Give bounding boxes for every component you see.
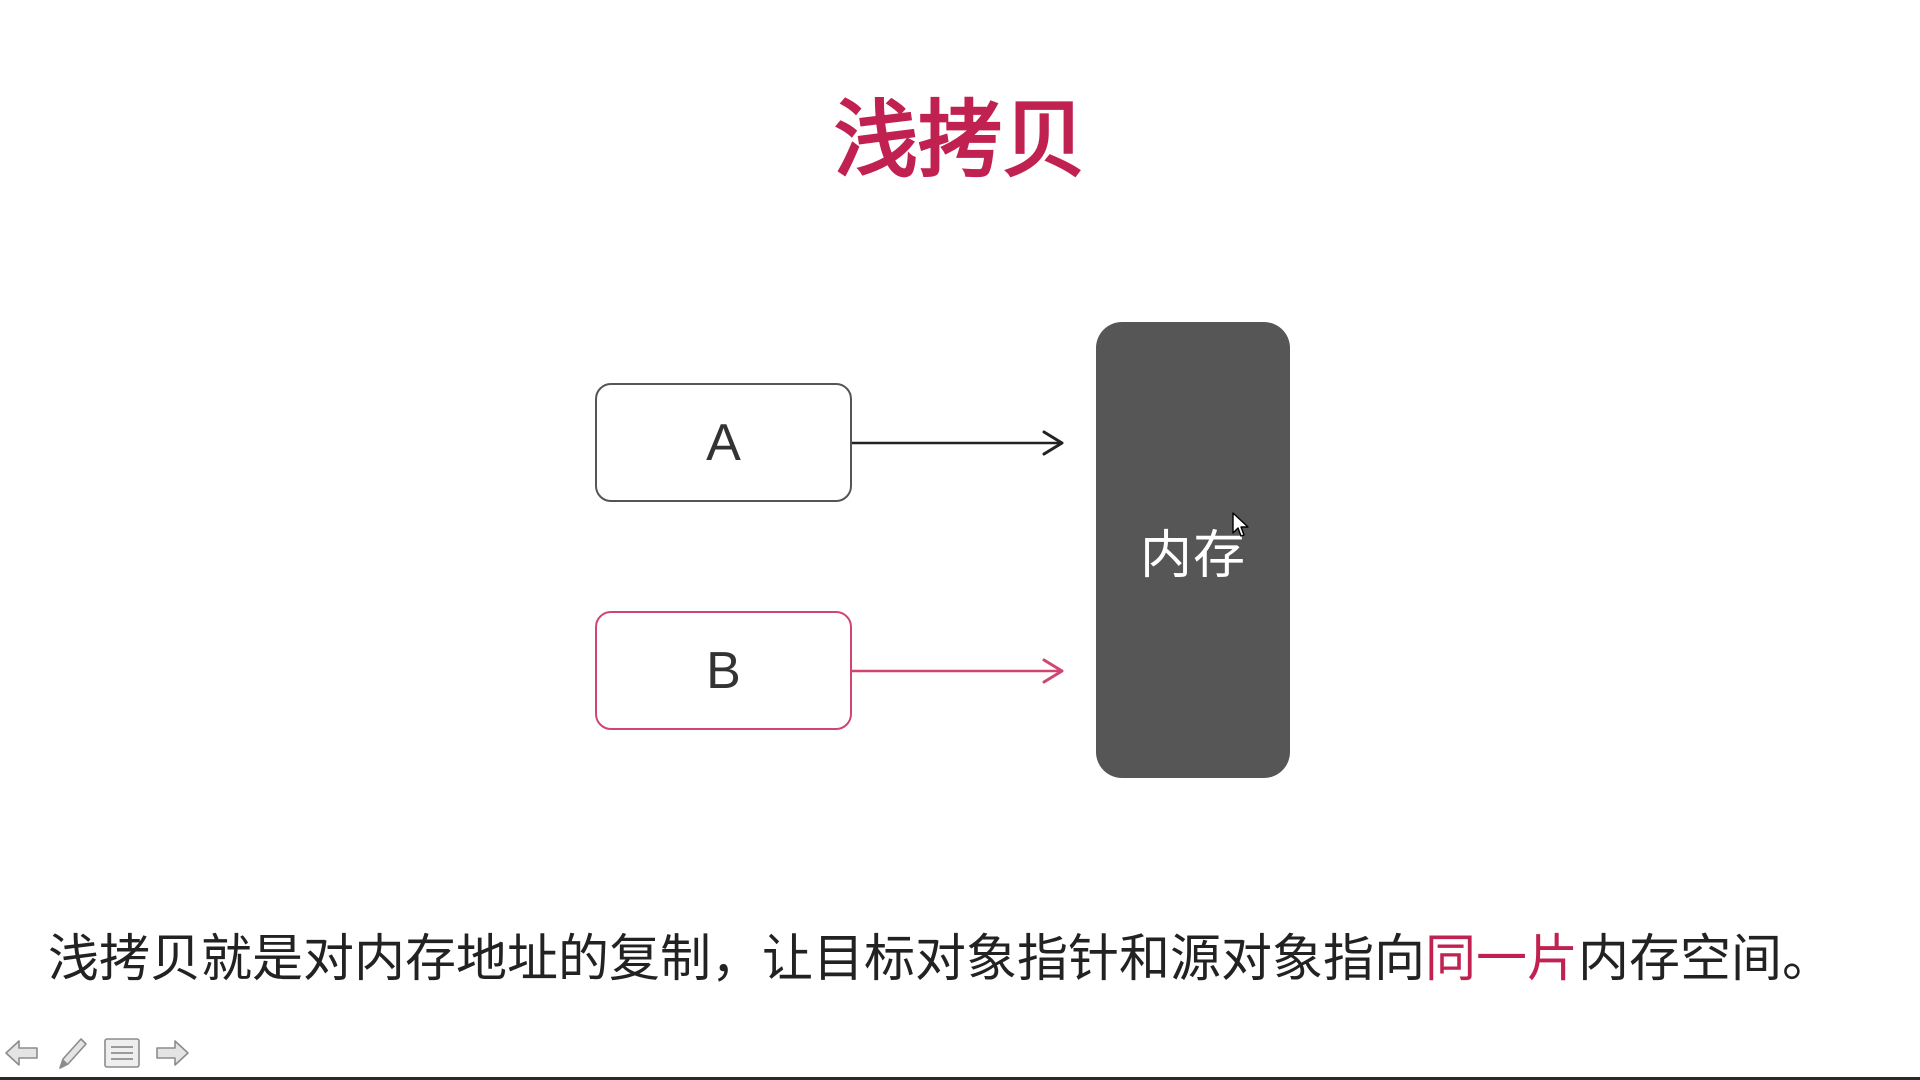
slide-menu-button[interactable] [102,1033,142,1073]
slide-title: 浅拷贝 [833,91,1086,189]
slide-nav-toolbar [0,1030,202,1076]
pen-icon [59,1038,87,1069]
arrow-b-to-memory [852,658,1064,684]
memory-label: 内存 [1139,525,1246,586]
arrow-left-icon [5,1040,38,1066]
pointer-box-a: A [595,383,852,502]
caption-text-start: 浅拷贝就是对内存地址的复制，让目标对象指针和源对象指向 [48,930,1426,989]
pen-tool-button[interactable] [52,1033,92,1073]
pointer-a-label: A [706,413,741,472]
mouse-cursor-icon [1232,512,1249,537]
pointer-box-b: B [595,611,852,730]
pointer-b-label: B [706,641,741,700]
caption-highlight: 同一片 [1425,930,1579,989]
arrow-right-icon [156,1040,189,1066]
menu-icon [104,1038,140,1068]
memory-block: 内存 [1096,322,1290,778]
slide-caption: 浅拷贝就是对内存地址的复制，让目标对象指针和源对象指向同一片内存空间。 [48,925,1908,995]
caption-text-end: 内存空间。 [1578,930,1834,989]
arrow-a-to-memory [852,430,1064,456]
prev-slide-button[interactable] [2,1033,42,1073]
next-slide-button[interactable] [152,1033,192,1073]
bottom-divider [0,1077,1920,1080]
